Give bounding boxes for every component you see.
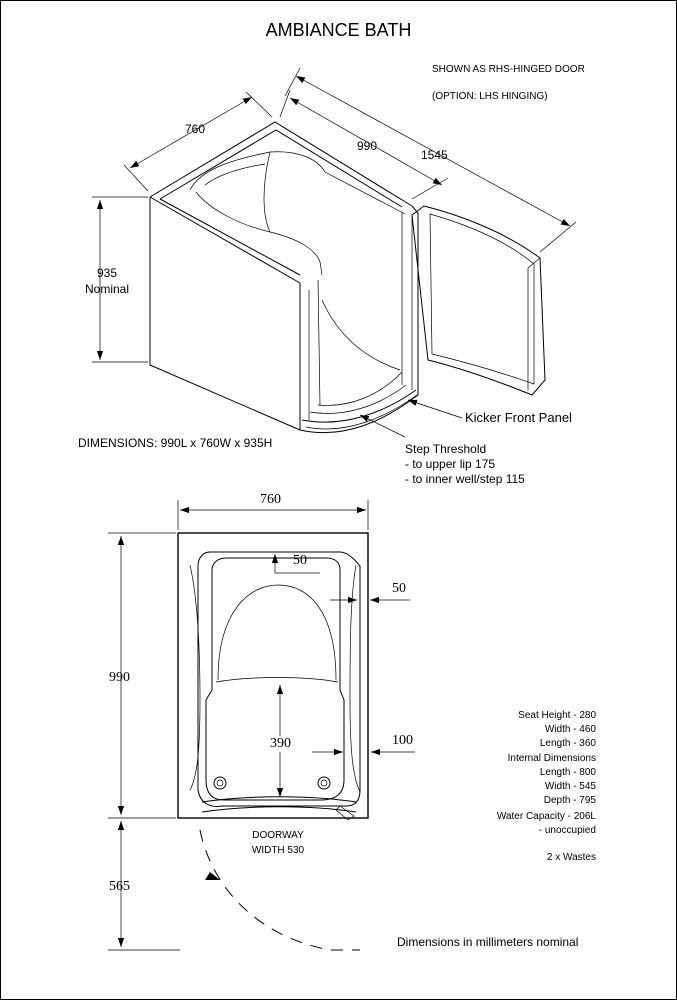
spec-seat-height: Seat Height - 280	[518, 710, 596, 721]
spec-internal-length: Length - 800	[539, 767, 596, 778]
plan-dimensions	[108, 500, 415, 951]
plan-rim-50-top: 50	[293, 553, 307, 568]
plan-rim-50-side: 50	[392, 581, 406, 596]
iso-dimensions	[92, 67, 577, 438]
plan-seat-390: 390	[270, 736, 291, 752]
dimensions-note: DIMENSIONS: 990L x 760W x 935H	[78, 436, 273, 450]
plan-side-100: 100	[392, 733, 413, 748]
spec-internal-width: Width - 545	[544, 781, 596, 792]
plan-door-swing-565: 565	[109, 879, 130, 894]
spec-water-capacity: Water Capacity - 206L	[496, 811, 596, 822]
hinge-note: SHOWN AS RHS-HINGED DOOR	[432, 64, 585, 75]
doorway-width: WIDTH 530	[251, 845, 305, 856]
plan-width-label: 760	[260, 492, 281, 507]
page-title: AMBIANCE BATH	[265, 20, 412, 40]
iso-overall-length-label: 1545	[421, 148, 448, 162]
plan-length-label: 990	[109, 670, 130, 685]
spec-seat-length: Length - 360	[539, 738, 596, 749]
step-threshold-upper: - to upper lip 175	[405, 457, 496, 471]
step-threshold-inner: - to inner well/step 115	[405, 472, 525, 486]
hinge-option-note: (OPTION: LHS HINGING)	[432, 91, 548, 102]
iso-height-label: 935	[96, 266, 118, 280]
doorway-title: DOORWAY	[252, 830, 304, 841]
spec-wastes: 2 x Wastes	[546, 852, 596, 863]
spec-seat-width: Width - 460	[544, 724, 596, 735]
spec-internal-title: Internal Dimensions	[507, 753, 596, 764]
plan-view-bath	[177, 532, 369, 821]
spec-unoccupied: - unoccupied	[538, 825, 596, 836]
step-threshold-title: Step Threshold	[405, 442, 487, 456]
kicker-label: Kicker Front Panel	[465, 410, 572, 425]
spec-internal-depth: Depth - 795	[543, 795, 596, 806]
units-note: Dimensions in millimeters nominal	[397, 935, 579, 949]
iso-height-note: Nominal	[84, 282, 129, 296]
isometric-bath	[149, 121, 546, 434]
iso-length-label: 990	[357, 139, 378, 153]
iso-width-label: 760	[185, 122, 206, 136]
